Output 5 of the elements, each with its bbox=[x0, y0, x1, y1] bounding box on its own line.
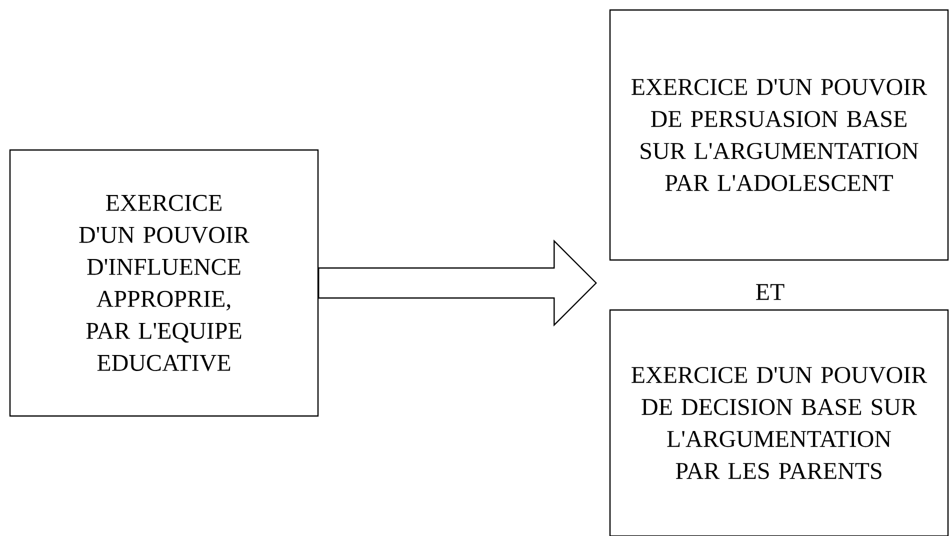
text-box: EXERCICE D'UN POUVOIR DE PERSUASION BASE SUR L'ARGUMENTATION PAR L'ADOLESCENT bbox=[609, 9, 949, 261]
text-box: EXERCICE D'UN POUVOIR DE DECISION BASE SUR L'ARGUMENTATION PAR LES PARENTS bbox=[609, 309, 949, 536]
conjunction-label: ET bbox=[756, 284, 784, 300]
text-box: EXERCICE D'UN POUVOIR D'INFLUENCE APPROPRIE, PAR L'EQUIPE EDUCATIVE bbox=[9, 149, 319, 417]
hollow-arrow bbox=[318, 240, 597, 326]
